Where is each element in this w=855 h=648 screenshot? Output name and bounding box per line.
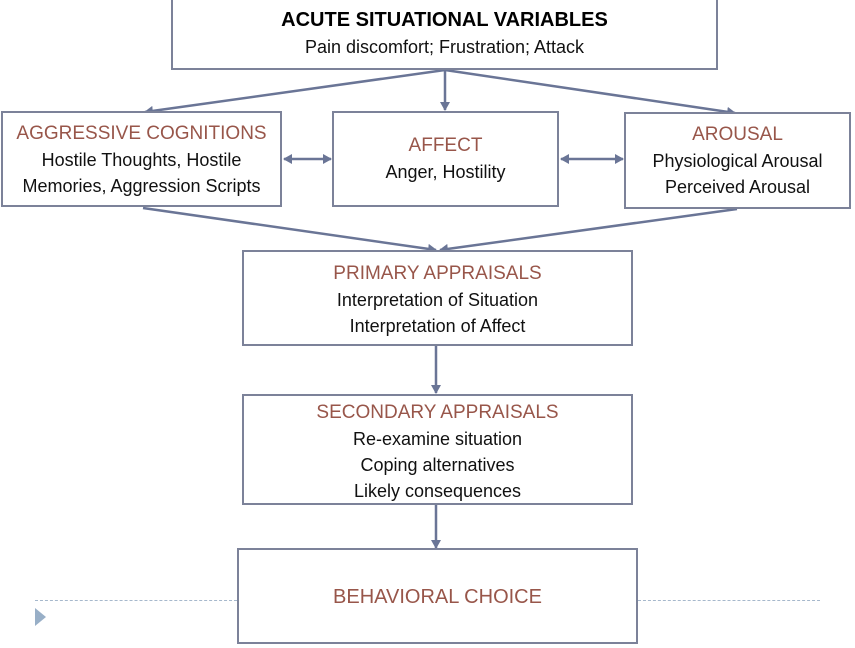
box-line: Hostile Thoughts, Hostile <box>41 150 242 170</box>
arrow-acute-to-cognitions <box>144 68 446 116</box>
box-line: Perceived Arousal <box>664 177 811 197</box>
box-line: Coping alternatives <box>360 455 515 475</box>
box-line: Interpretation of Situation <box>336 290 539 310</box>
box-line: Interpretation of Affect <box>349 316 526 336</box>
box-title: PRIMARY APPRAISALS <box>333 263 542 284</box>
box-behavioral-choice: BEHAVIORAL CHOICE <box>237 548 638 644</box>
bullet-triangle-icon <box>35 608 46 626</box>
box-title: AGGRESSIVE COGNITIONS <box>16 123 267 144</box>
box-affect: AFFECT Anger, Hostility <box>332 111 559 207</box>
box-title: AFFECT <box>408 135 483 156</box>
box-secondary-appraisals: SECONDARY APPRAISALS Re-examine situatio… <box>242 394 633 505</box>
arrow-arousal-to-primary <box>439 207 738 254</box>
box-line: Likely consequences <box>353 481 522 501</box>
box-acute-situational-variables: ACUTE SITUATIONAL VARIABLES Pain discomf… <box>171 0 718 70</box>
box-primary-appraisals: PRIMARY APPRAISALS Interpretation of Sit… <box>242 250 633 346</box>
arrow-acute-to-arousal <box>444 68 736 117</box>
divider-line-right <box>638 600 820 601</box>
divider-line-left <box>35 600 237 601</box>
box-arousal: AROUSAL Physiological Arousal Perceived … <box>624 112 851 209</box>
box-aggressive-cognitions: AGGRESSIVE COGNITIONS Hostile Thoughts, … <box>1 111 282 207</box>
box-line: Memories, Aggression Scripts <box>22 176 261 196</box>
box-title: SECONDARY APPRAISALS <box>316 402 559 423</box>
box-title: ACUTE SITUATIONAL VARIABLES <box>281 9 608 31</box>
box-line: Physiological Arousal <box>652 151 823 171</box>
box-line: Anger, Hostility <box>385 162 506 182</box>
box-title: AROUSAL <box>692 124 783 145</box>
box-title: BEHAVIORAL CHOICE <box>333 586 542 608</box>
box-line: Pain discomfort; Frustration; Attack <box>304 37 585 57</box>
box-line: Re-examine situation <box>352 429 523 449</box>
arrow-cognitions-to-primary <box>142 206 437 254</box>
